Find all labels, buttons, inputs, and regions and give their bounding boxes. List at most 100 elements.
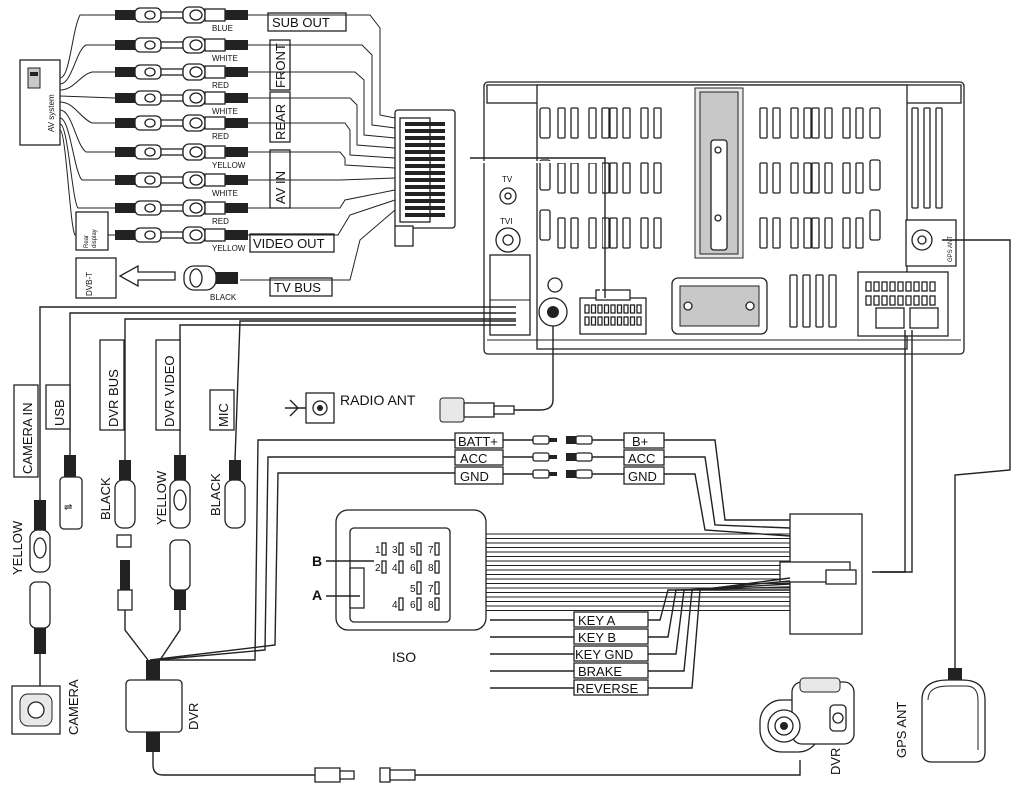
rca-color-label: YELLOW xyxy=(212,161,246,170)
iso-label: ISO xyxy=(392,649,416,665)
multipin-socket xyxy=(579,297,647,335)
iso-pin-a: 5 xyxy=(410,584,416,595)
iso-plug xyxy=(779,330,913,635)
rear-display-line1: Rear xyxy=(84,235,90,248)
power-left-gnd: GND xyxy=(460,469,489,484)
iso-pin-b: 2 xyxy=(375,563,381,574)
dvr-box-label: DVR xyxy=(186,703,201,730)
video-out-label: VIDEO OUT xyxy=(253,236,325,251)
rca-color-label: BLUE xyxy=(212,24,233,33)
rca-color-label: WHITE xyxy=(212,107,238,116)
power-left-batt: BATT+ xyxy=(458,434,498,449)
rca-bundle-wires xyxy=(59,14,116,236)
av-system-box: AV system xyxy=(19,59,61,146)
control-brake: BRAKE xyxy=(578,664,622,679)
rca-plug-pair: WHITE xyxy=(115,171,248,198)
control-key-a: KEY A xyxy=(578,613,616,628)
control-key-gnd: KEY GND xyxy=(575,647,633,662)
camera-in-label: CAMERA IN xyxy=(20,402,35,474)
rca-plug-rows: BLUE WHITE RED WHITE RED YELLOW WHITE RED YELLOW xyxy=(115,6,248,253)
dvr-video-plug: YELLOW xyxy=(154,455,191,610)
rca-to-connector-wires xyxy=(240,14,396,281)
front-label: FRONT xyxy=(273,43,288,88)
rca-plug-pair: RED xyxy=(115,114,248,141)
dvbt-box: DVB-T xyxy=(75,257,176,299)
camera-label: CAMERA xyxy=(66,679,81,735)
iso-pin-a: 6 xyxy=(410,600,416,611)
dvr-box: DVR xyxy=(124,439,801,783)
rca-plug-pair: RED xyxy=(115,199,248,226)
tv-port-label: TV xyxy=(502,175,513,184)
dvr-camera: DVR xyxy=(759,677,855,775)
rca-plug-pair: YELLOW xyxy=(115,226,248,253)
rca-color-label: WHITE xyxy=(212,54,238,63)
dvr-bus-color: BLACK xyxy=(98,477,113,520)
tv-bus-color: BLACK xyxy=(210,293,237,302)
mic-plug: BLACK xyxy=(208,460,246,529)
iso-pin-b: 1 xyxy=(375,545,381,556)
svg-text:⇌: ⇌ xyxy=(64,502,72,513)
power-right-gnd: GND xyxy=(628,469,657,484)
rca-plug-pair: WHITE xyxy=(115,36,248,63)
control-reverse: REVERSE xyxy=(576,681,638,696)
power-right-b: B+ xyxy=(632,434,648,449)
radio-ant-label: RADIO ANT xyxy=(340,392,416,408)
rca-color-label: RED xyxy=(212,132,229,141)
rca-color-label: WHITE xyxy=(212,189,238,198)
dvr-bus-label: DVR BUS xyxy=(106,369,121,427)
sub-out-label: SUB OUT xyxy=(272,15,330,30)
iso-pin-a: 7 xyxy=(428,584,434,595)
rca-color-label: RED xyxy=(212,217,229,226)
iso-pin-a: 8 xyxy=(428,600,434,611)
camera-device: CAMERA xyxy=(11,679,81,735)
dvr-video-label: DVR VIDEO xyxy=(162,355,177,427)
rca-group-labels: SUB OUT FRONT REAR AV IN VIDEO OUT TV BU… xyxy=(249,12,347,297)
gps-ant-port-label: GPS ANT xyxy=(948,236,954,262)
radio-ant: RADIO ANT xyxy=(285,392,515,424)
usb-label: USB xyxy=(52,399,67,426)
rear-display-line2: display xyxy=(92,229,98,248)
tvi-port-label: TVI xyxy=(500,217,512,226)
dvbt-label: DVB-T xyxy=(85,272,94,296)
camera-color: YELLOW xyxy=(10,520,25,575)
power-wires: BATT+ ACC GND B+ ACC GND xyxy=(454,432,791,537)
iso-pin-b: 7 xyxy=(428,545,434,556)
iso-row-a: A xyxy=(312,587,322,603)
rca-plug-pair: RED xyxy=(115,63,248,90)
rca-plug-pair: BLUE xyxy=(115,6,248,33)
rear-label: REAR xyxy=(273,104,288,140)
dvr-camera-label: DVR xyxy=(828,748,843,775)
iso-row-b: B xyxy=(312,553,322,569)
cable-labels: CAMERA IN USB DVR BUS DVR VIDEO MIC xyxy=(13,339,235,478)
tv-bus-label: TV BUS xyxy=(274,280,321,295)
iso-pin-b: 3 xyxy=(392,545,398,556)
mic-color: BLACK xyxy=(208,473,223,516)
head-unit-rear: TV TVI GPS ANT xyxy=(470,81,965,355)
av-in-label: AV IN xyxy=(273,171,288,204)
iso-pin-b: 8 xyxy=(428,563,434,574)
gps-ant-label: GPS ANT xyxy=(894,702,909,758)
tv-bus-plug: BLACK xyxy=(183,265,238,302)
iso-pin-b: 6 xyxy=(410,563,416,574)
rear-display-box: Rear display xyxy=(75,211,109,251)
dvbt-arrow xyxy=(118,264,176,288)
gps-antenna: GPS ANT xyxy=(894,668,986,763)
power-right-acc: ACC xyxy=(628,451,655,466)
rca-plug-pair: YELLOW xyxy=(115,143,248,170)
control-wires: KEY A KEY B KEY GND BRAKE REVERSE xyxy=(490,577,791,696)
mic-label: MIC xyxy=(216,403,231,427)
main-harness-connector xyxy=(394,109,456,247)
av-system-label: AV system xyxy=(47,94,56,132)
rca-color-label: YELLOW xyxy=(212,244,246,253)
rca-plug-pair: WHITE xyxy=(115,89,248,116)
dvr-video-color: YELLOW xyxy=(154,470,169,525)
iso-pin-a: 4 xyxy=(392,600,398,611)
camera-in-plug: YELLOW xyxy=(10,500,51,686)
iso-pin-b: 5 xyxy=(410,545,416,556)
dvr-bus-plug: BLACK xyxy=(98,460,136,611)
rca-color-label: RED xyxy=(212,81,229,90)
iso-pin-b: 4 xyxy=(392,563,398,574)
power-left-acc: ACC xyxy=(460,451,487,466)
control-key-b: KEY B xyxy=(578,630,616,645)
